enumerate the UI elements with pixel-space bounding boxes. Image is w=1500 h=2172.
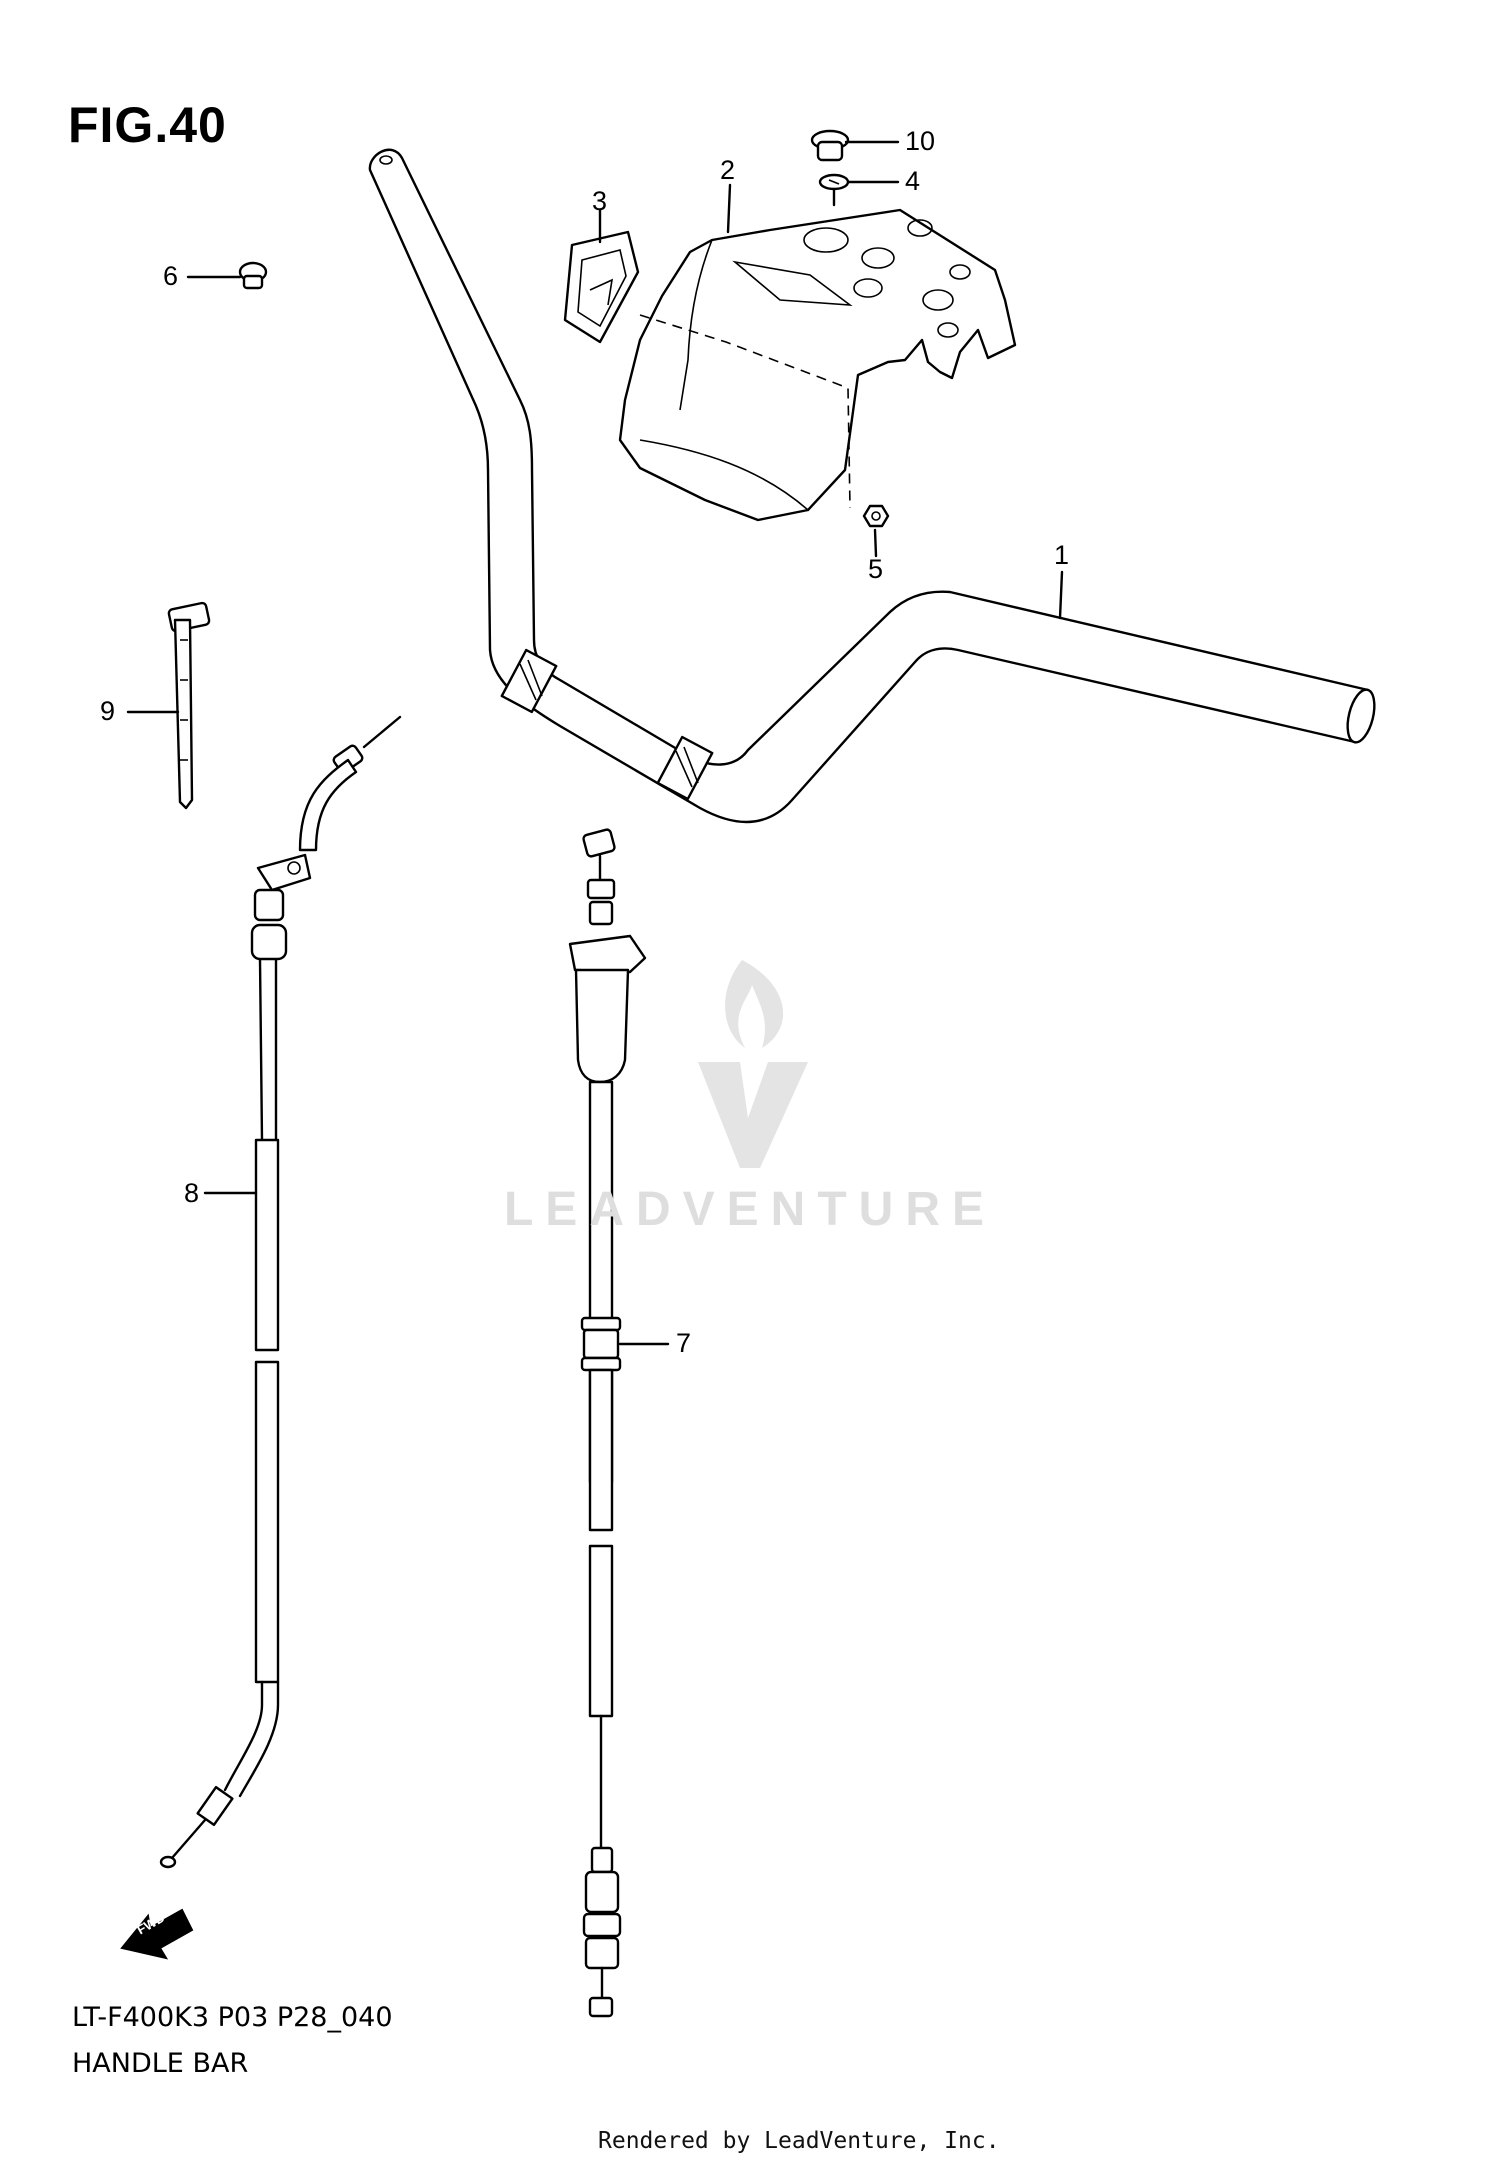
plug-part xyxy=(810,129,850,162)
emblem-leader xyxy=(639,314,851,509)
callout-5: 5 xyxy=(868,554,884,584)
emblem-part xyxy=(563,230,640,344)
nut-part xyxy=(862,504,890,528)
rendered-by-credit: Rendered by LeadVenture, Inc. xyxy=(598,2128,1000,2154)
handlebar-cover-part xyxy=(618,208,1017,522)
callout-1: 1 xyxy=(1054,540,1070,570)
callout-6: 6 xyxy=(163,261,179,291)
screw-part xyxy=(818,173,850,207)
callout-8: 8 xyxy=(184,1178,200,1208)
fwd-arrow-icon xyxy=(120,1908,194,1960)
cap-part xyxy=(238,261,268,290)
callout-3: 3 xyxy=(592,186,608,216)
watermark-logo xyxy=(698,960,808,1168)
callout-10: 10 xyxy=(905,126,936,156)
brake-cable-part xyxy=(159,715,402,1869)
callout-7: 7 xyxy=(676,1328,692,1358)
leader-lines xyxy=(126,140,1064,1346)
cable-tie-part xyxy=(167,601,211,810)
throttle-cable-part xyxy=(568,828,647,2018)
handlebar-part xyxy=(368,148,1376,824)
figure-title: FIG.40 xyxy=(68,97,227,153)
callout-4: 4 xyxy=(905,166,921,196)
model-code: LT-F400K3 P03 P28_040 xyxy=(72,2002,393,2033)
section-name: HANDLE BAR xyxy=(72,2048,249,2079)
callout-2: 2 xyxy=(720,155,736,185)
callout-9: 9 xyxy=(100,696,116,726)
watermark-text: LEADVENTURE xyxy=(503,1183,997,1236)
